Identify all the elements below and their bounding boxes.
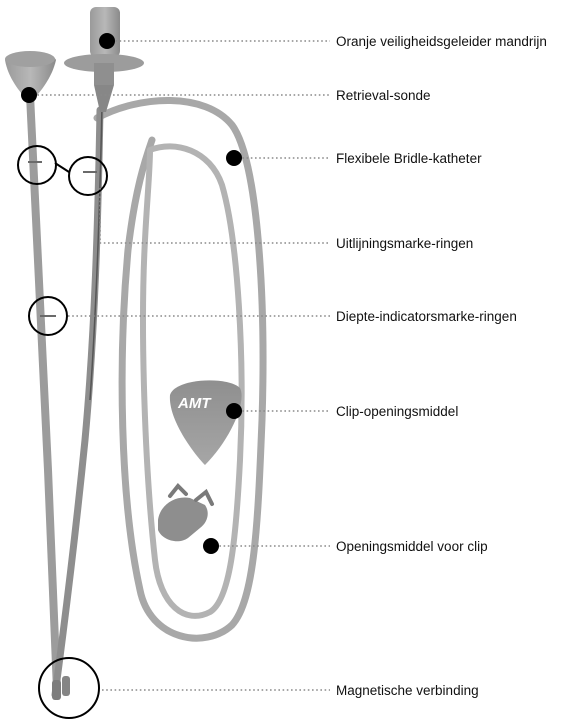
callout-retrieval-sonde: Retrieval-sonde	[21, 87, 431, 103]
highlight-connector	[55, 163, 69, 172]
guide-stylet-shaft	[55, 110, 100, 695]
callout-label: Retrieval-sonde	[336, 88, 431, 103]
magnetic-tip-left	[52, 680, 61, 700]
callout-marker-dot	[99, 33, 115, 49]
bridle-catheter-loop-outer	[97, 100, 263, 638]
callout-label: Clip-openingsmiddel	[336, 404, 458, 419]
retrieval-probe-funnel-rim	[5, 51, 55, 67]
callout-label: Diepte-indicatorsmarke-ringen	[336, 309, 517, 324]
callout-label: Oranje veiligheidsgeleider mandrijn	[336, 34, 547, 49]
magnetic-tip-right	[62, 676, 70, 696]
callout-label: Magnetische verbinding	[336, 683, 479, 698]
callout-marker-dot	[226, 403, 242, 419]
callout-diepte-indicatorsmarke-ringen: Diepte-indicatorsmarke-ringen	[68, 309, 517, 324]
callout-magnetische-verbinding: Magnetische verbinding	[102, 683, 479, 698]
callout-marker-dot	[21, 87, 37, 103]
callout-flexibele-bridle-katheter: Flexibele Bridle-katheter	[226, 150, 482, 166]
bridle-catheter-loop-inner	[143, 146, 242, 616]
callout-openingsmiddel-voor-clip: Openingsmiddel voor clip	[203, 538, 488, 554]
callout-label: Openingsmiddel voor clip	[336, 539, 488, 554]
callout-marker-dot	[203, 538, 219, 554]
stylet-cap-neck	[94, 63, 114, 85]
callout-label: Flexibele Bridle-katheter	[336, 151, 482, 166]
callout-label: Uitlijningsmarke-ringen	[336, 236, 473, 251]
clip-opener-tool	[158, 497, 208, 541]
callout-marker-dot	[226, 150, 242, 166]
callout-oranje-veiligheidsgeleider-mandrijn: Oranje veiligheidsgeleider mandrijn	[99, 33, 547, 49]
device-illustration: AMT	[5, 7, 263, 700]
callout-uitlijningsmarke-ringen: Uitlijningsmarke-ringen	[100, 188, 473, 251]
clip-opener-brand-label: AMT	[177, 395, 212, 412]
stylet-cap-top	[90, 7, 120, 57]
clip-opener-pick	[170, 380, 242, 465]
